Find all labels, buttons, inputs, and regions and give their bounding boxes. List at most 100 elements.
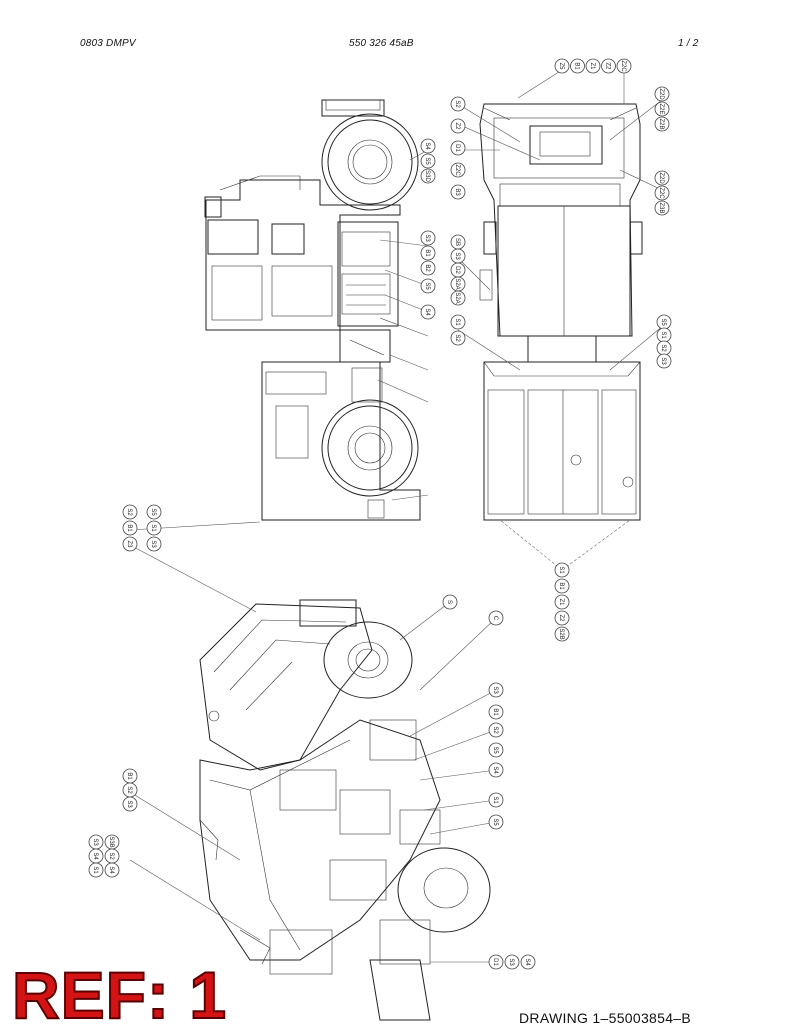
svg-text:B1: B1	[126, 772, 132, 780]
svg-text:S2B: S2B	[558, 628, 564, 639]
svg-text:Z2: Z2	[558, 614, 564, 622]
callout-iso_right-8: S5	[488, 814, 504, 830]
callout-left_mid-2: B1	[122, 520, 138, 536]
callout-iso_bottom_left-5: S4	[104, 862, 120, 878]
callout-left_mid-3: S1	[146, 520, 162, 536]
callout-left_mid-4: Z3	[122, 536, 138, 552]
callout-side_view_a-4: S2A	[450, 290, 466, 306]
callout-right_mid-2: Z3B	[654, 200, 670, 216]
svg-text:B1: B1	[574, 62, 580, 70]
callout-iso_right-1: C	[488, 610, 504, 626]
svg-text:S5: S5	[150, 508, 156, 516]
callout-iso_right-5: S5	[488, 742, 504, 758]
callout-side_view_a-3: S2A	[450, 276, 466, 292]
callout-top_right-1: B1	[570, 58, 585, 74]
svg-text:S2A: S2A	[454, 292, 460, 303]
callout-left_mid-1: S5	[146, 504, 162, 520]
callout-center_left_top-1: Z2	[450, 118, 466, 134]
svg-text:S5: S5	[492, 818, 498, 826]
callout-center_lower-0: S5	[420, 278, 436, 294]
svg-text:Z2C: Z2C	[620, 60, 626, 72]
callout-top_right-2: Z1	[585, 58, 601, 74]
callout-iso_left-1: S2	[122, 782, 138, 798]
svg-text:S3: S3	[492, 686, 498, 694]
callout-side_view_b-0: S1	[450, 314, 466, 330]
callout-center_a-1: S5	[420, 153, 436, 169]
svg-text:Z1: Z1	[558, 598, 564, 606]
callout-center_left_top-4: B3	[450, 184, 466, 200]
svg-text:S3: S3	[126, 800, 132, 808]
callout-right_upper-2: Z2B	[654, 116, 670, 132]
callout-right_mid-1: Z2C	[654, 185, 670, 201]
svg-text:Z1: Z1	[589, 62, 595, 70]
svg-text:D1: D1	[454, 144, 460, 152]
header-part-number: 550 326 45aB	[349, 38, 414, 49]
side-elevation-view	[204, 99, 421, 521]
svg-text:S4: S4	[108, 866, 114, 874]
svg-text:S5: S5	[424, 157, 430, 165]
callout-right_upper-1: Z2E	[654, 101, 670, 117]
callout-center_lower-1: S4	[420, 304, 436, 320]
svg-text:D2: D2	[454, 266, 460, 274]
svg-text:B1: B1	[424, 249, 430, 257]
svg-text:S5: S5	[492, 746, 498, 754]
svg-text:S2: S2	[492, 726, 498, 734]
callout-center_left_top-0: S2	[450, 96, 466, 112]
svg-text:B1: B1	[558, 582, 564, 590]
svg-text:S3: S3	[454, 252, 460, 260]
svg-text:S4: S4	[424, 142, 430, 150]
svg-text:B1: B1	[492, 708, 498, 716]
callout-bottom_center-1: B1	[554, 578, 570, 594]
callout-side_view_a-2: D2	[450, 262, 466, 278]
svg-text:S1: S1	[660, 331, 666, 339]
callout-center_left_top-2: D1	[450, 140, 466, 156]
callout-right_lower-2: S2	[656, 340, 672, 356]
callout-center_a-0: S4	[420, 138, 436, 154]
svg-text:B1: B1	[126, 524, 132, 532]
callout-left_mid-0: S2	[122, 504, 138, 520]
svg-text:S4: S4	[492, 766, 498, 774]
svg-text:Z2E: Z2E	[658, 103, 664, 114]
callout-iso_bottom_left-2: S4	[88, 848, 104, 864]
callout-bottom_center-3: Z2	[554, 610, 570, 626]
svg-text:Z2C: Z2C	[454, 164, 460, 176]
svg-text:Z3B: Z3B	[658, 202, 664, 213]
callout-iso_right-4: S2	[488, 722, 504, 738]
svg-text:Z2: Z2	[605, 62, 611, 70]
svg-text:S3: S3	[660, 357, 666, 365]
leader-lines	[129, 69, 665, 963]
svg-text:S3: S3	[424, 234, 430, 242]
callout-iso_right-3: B1	[488, 704, 504, 720]
callout-iso_bottom_right-1: S3	[504, 954, 520, 970]
callout-side_view_a-0: SB	[450, 234, 466, 250]
svg-text:S2: S2	[126, 786, 132, 794]
svg-text:D1: D1	[492, 958, 498, 966]
svg-text:S1: S1	[558, 566, 564, 574]
plan-view	[479, 103, 643, 521]
isometric-view	[199, 599, 491, 1021]
svg-text:S1: S1	[492, 796, 498, 804]
svg-text:S2: S2	[454, 334, 460, 342]
callout-iso_left-2: S3	[122, 796, 138, 812]
svg-text:Z5: Z5	[558, 62, 564, 70]
svg-text:S4: S4	[424, 308, 430, 316]
callout-side_view_a-1: S3	[450, 248, 466, 264]
svg-text:S1: S1	[454, 318, 460, 326]
callout-bottom_center-0: S1	[554, 562, 570, 578]
callout-iso_right-6: S4	[488, 762, 504, 778]
callout-center_b-2: B2	[420, 260, 436, 276]
callout-side_view_b-1: S2	[450, 330, 466, 346]
svg-text:S1: S1	[150, 524, 156, 532]
svg-text:B2: B2	[424, 264, 430, 272]
callout-top_right-0: Z5	[554, 58, 570, 74]
callout-iso_bottom_left-0: S3	[88, 834, 104, 850]
reference-label: REF: 1	[11, 958, 228, 1032]
header-page-number: 1 / 2	[678, 38, 699, 49]
callout-left_mid-5: S3	[146, 536, 162, 552]
callout-bottom_center-2: Z1	[554, 594, 570, 610]
callout-right_lower-0: S5	[656, 314, 672, 330]
svg-text:S2: S2	[126, 508, 132, 516]
callout-center_b-0: S3	[420, 230, 436, 246]
svg-text:S3: S3	[150, 540, 156, 548]
